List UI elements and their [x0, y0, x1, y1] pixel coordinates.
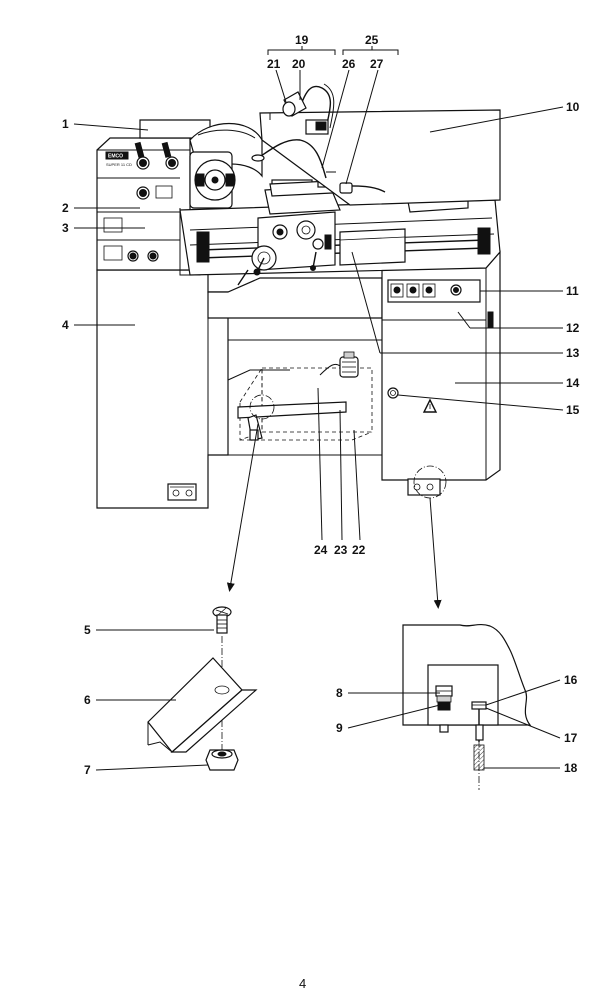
label-10: 10	[566, 100, 580, 114]
label-11: 11	[566, 284, 579, 298]
label-27: 27	[370, 57, 384, 71]
label-21: 21	[267, 57, 281, 71]
label-18: 18	[564, 761, 578, 775]
label-9: 9	[336, 721, 343, 735]
chip-tray-dashed	[239, 366, 373, 441]
label-12: 12	[566, 321, 580, 335]
label-24: 24	[314, 543, 328, 557]
label-13: 13	[566, 346, 580, 360]
label-19: 19	[295, 33, 309, 47]
label-4: 4	[62, 318, 69, 332]
headstock: EMCO SUPER 11 CD	[96, 119, 211, 271]
label-17: 17	[564, 731, 578, 745]
nut	[205, 749, 239, 771]
right-detail	[402, 497, 532, 790]
work-lamp	[282, 83, 335, 135]
label-14: 14	[566, 376, 580, 390]
label-23: 23	[334, 543, 348, 557]
label-1: 1	[62, 117, 69, 131]
label-3: 3	[62, 221, 69, 235]
angle-bracket	[147, 657, 258, 753]
label-6: 6	[84, 693, 91, 707]
coolant-pump	[319, 351, 359, 378]
label-8: 8	[336, 686, 343, 700]
left-detail	[147, 423, 259, 771]
label-25: 25	[365, 33, 379, 47]
tray-rail	[237, 394, 347, 441]
label-2: 2	[62, 201, 69, 215]
leader-lines	[73, 46, 564, 771]
label-15: 15	[566, 403, 580, 417]
middle-tray	[207, 277, 383, 480]
label-5: 5	[84, 623, 91, 637]
page-number: 4	[299, 976, 306, 991]
brand-text: EMCO	[108, 154, 123, 160]
label-26: 26	[342, 57, 356, 71]
foot-section	[402, 623, 532, 790]
right-cabinet	[381, 250, 501, 499]
screw	[212, 606, 232, 634]
label-7: 7	[84, 763, 91, 777]
callout-labels: 1 2 3 4 5 6 7 8 9 10 11 12 13 14 15 16 1…	[62, 33, 580, 777]
label-16: 16	[564, 673, 578, 687]
chuck-assembly	[179, 122, 263, 276]
anchor	[473, 740, 485, 790]
lathe-illustration: EMCO SUPER 11 CD	[96, 83, 501, 509]
model-text: SUPER 11 CD	[106, 162, 132, 167]
leadscrew-cover	[339, 228, 406, 266]
label-22: 22	[352, 543, 366, 557]
label-20: 20	[292, 57, 306, 71]
